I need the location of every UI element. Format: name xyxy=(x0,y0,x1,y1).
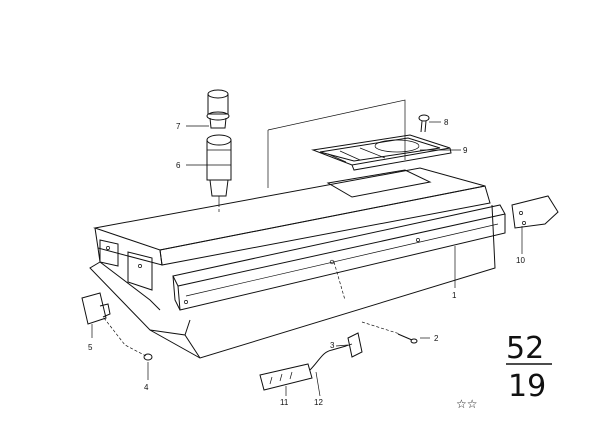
screw-2[interactable] xyxy=(397,333,418,344)
nut-4[interactable] xyxy=(143,353,153,361)
shift-cover-plate[interactable] xyxy=(311,134,452,171)
callout-6: 6 xyxy=(176,161,181,170)
callout-11: 11 xyxy=(280,398,289,407)
callout-7: 7 xyxy=(176,122,181,131)
callout-10: 10 xyxy=(516,256,525,265)
sheet-number: 19 xyxy=(508,369,546,404)
bracket-10[interactable] xyxy=(511,195,559,229)
callout-2: 2 xyxy=(434,334,439,343)
group-number: 52 xyxy=(506,331,544,366)
callout-4: 4 xyxy=(144,383,149,392)
screw-8[interactable] xyxy=(418,114,430,133)
callout-12: 12 xyxy=(314,398,323,407)
callout-3: 3 xyxy=(330,341,335,350)
center-console[interactable] xyxy=(89,167,506,359)
callout-1: 1 xyxy=(452,291,457,300)
callout-5: 5 xyxy=(88,343,93,352)
lamp-11[interactable] xyxy=(259,363,313,391)
callout-labels: 7 6 8 9 1 10 5 4 2 3 11 12 xyxy=(88,118,525,407)
lighter-element[interactable] xyxy=(206,89,230,129)
clip-3[interactable] xyxy=(345,332,363,358)
callout-8: 8 xyxy=(444,118,449,127)
leader-lines xyxy=(91,121,523,397)
switch-5[interactable] xyxy=(81,292,111,325)
footer-stars: ☆☆ xyxy=(456,397,478,411)
page-code: 52 19 xyxy=(506,331,552,404)
lighter-socket[interactable] xyxy=(206,134,232,204)
callout-9: 9 xyxy=(463,146,468,155)
reference-outline xyxy=(267,99,406,188)
lead-12[interactable] xyxy=(309,345,347,371)
